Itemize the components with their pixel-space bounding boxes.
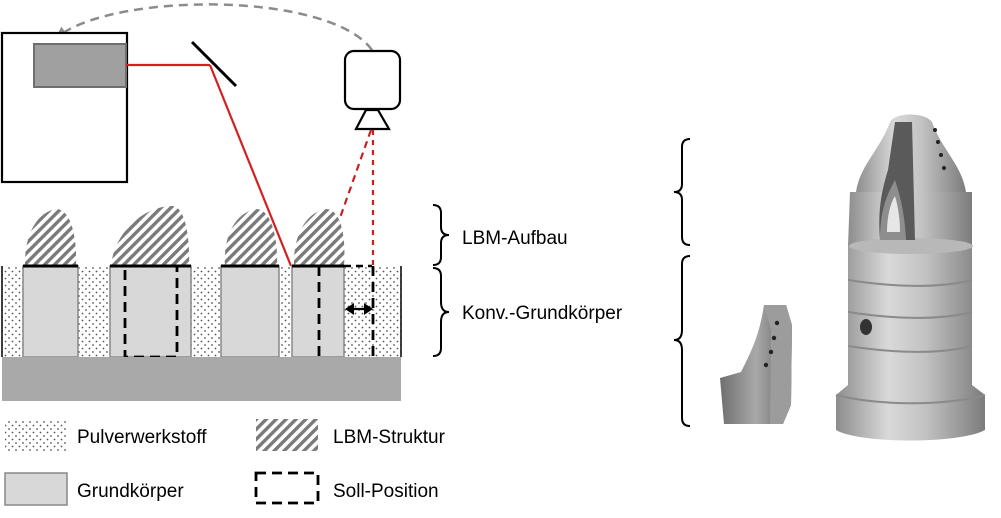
lbm-structure-2 — [111, 206, 190, 266]
hybrid-part-photo — [706, 104, 1001, 444]
laser-source-icon — [33, 43, 127, 88]
legend-label-soll-position: Soll-Position — [333, 481, 439, 502]
brace-lbm-aufbau — [432, 204, 450, 266]
legend-label-grundkoerper: Grundkörper — [77, 481, 184, 502]
build-plate — [2, 357, 401, 401]
brace-konv-grundkoerper — [432, 267, 450, 357]
lbm-structure-3 — [224, 209, 278, 266]
label-lbm-aufbau: LBM-Aufbau — [462, 228, 568, 249]
base-body-2 — [109, 265, 192, 358]
legend-label-pulver: Pulverwerkstoff — [77, 427, 207, 448]
brace-photo-base — [673, 255, 691, 427]
label-konv-grundkoerper: Konv.-Grundkörper — [462, 303, 623, 324]
legend-swatch-pulver — [5, 421, 67, 451]
scan-mirror-icon — [190, 40, 238, 88]
legend-label-lbm-struktur: LBM-Struktur — [333, 427, 446, 448]
base-body-3 — [220, 265, 280, 358]
legend-swatch-grundkoerper — [4, 472, 68, 506]
legend-swatch-lbm-struktur — [256, 419, 318, 451]
feedback-arrow — [55, 3, 374, 51]
base-body-1 — [22, 265, 79, 358]
lbm-structure-4 — [293, 209, 345, 266]
lbm-structure-1 — [24, 209, 77, 266]
camera-icon — [343, 49, 402, 131]
laser-beam-diagonal — [208, 64, 293, 267]
legend-swatch-soll-position — [254, 471, 320, 505]
base-body-4 — [291, 265, 345, 358]
offset-arrow — [345, 303, 373, 315]
brace-photo-lbm — [673, 138, 691, 246]
